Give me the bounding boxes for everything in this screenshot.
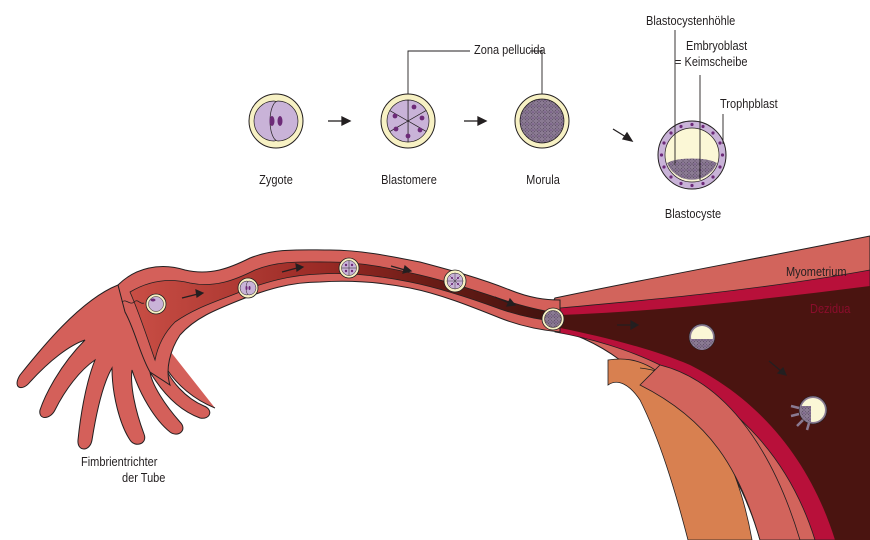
inner-myometrium	[639, 364, 801, 540]
morula-cell	[514, 93, 570, 149]
label-blastocystenhoehle: Blastocystenhöhle	[646, 14, 736, 28]
arrow-icon	[494, 296, 517, 307]
embryos-in-transit	[121, 257, 828, 431]
arrow-icon	[617, 319, 640, 331]
stage-label-zygote: Zygote	[259, 173, 293, 187]
arrow-icon	[181, 289, 205, 299]
fallopian-tube	[16, 249, 561, 450]
label-der-tube: der Tube	[122, 471, 166, 485]
uterine-cavity	[560, 286, 870, 540]
four-cell-in-tube	[338, 257, 360, 279]
implanting-blastocyst	[790, 395, 828, 431]
oocyte	[145, 293, 167, 315]
arrow-icon	[768, 360, 788, 376]
zygote-cell	[248, 93, 304, 149]
label-myometrium: Myometrium	[786, 265, 847, 279]
label-embryoblast: Embryoblast	[686, 39, 748, 53]
stage-label-blastomere: Blastomere	[381, 173, 437, 187]
blastomere-cell	[380, 93, 436, 149]
label-trophoblast: Trophpblast	[720, 97, 778, 111]
stage-sequence	[248, 30, 727, 190]
blastomere-in-tube	[443, 269, 467, 293]
arrow-icon	[328, 115, 352, 127]
leader-lines	[407, 30, 724, 180]
arrow-icon	[281, 263, 305, 273]
arrow-icon	[390, 264, 413, 274]
uterus	[539, 235, 870, 540]
migration-arrows	[181, 263, 788, 376]
arrow-icon	[612, 128, 634, 142]
zygote-in-tube	[237, 277, 259, 299]
label-keimscheibe: = Keimscheibe	[675, 55, 748, 69]
morula-in-tube	[541, 307, 565, 331]
stage-label-blastocyste: Blastocyste	[664, 207, 722, 221]
stage-label-morula: Morula	[526, 173, 560, 187]
blastocyst-cell	[657, 120, 727, 190]
sperm-icon	[121, 300, 145, 304]
arrow-icon	[464, 115, 488, 127]
label-dezidua: Dezidua	[810, 302, 851, 316]
label-fimbrientrichter: Fimbrientrichter	[81, 455, 158, 469]
label-zona-pellucida: Zona pellucida	[474, 43, 546, 57]
blastocyst-in-uterus	[688, 323, 716, 351]
